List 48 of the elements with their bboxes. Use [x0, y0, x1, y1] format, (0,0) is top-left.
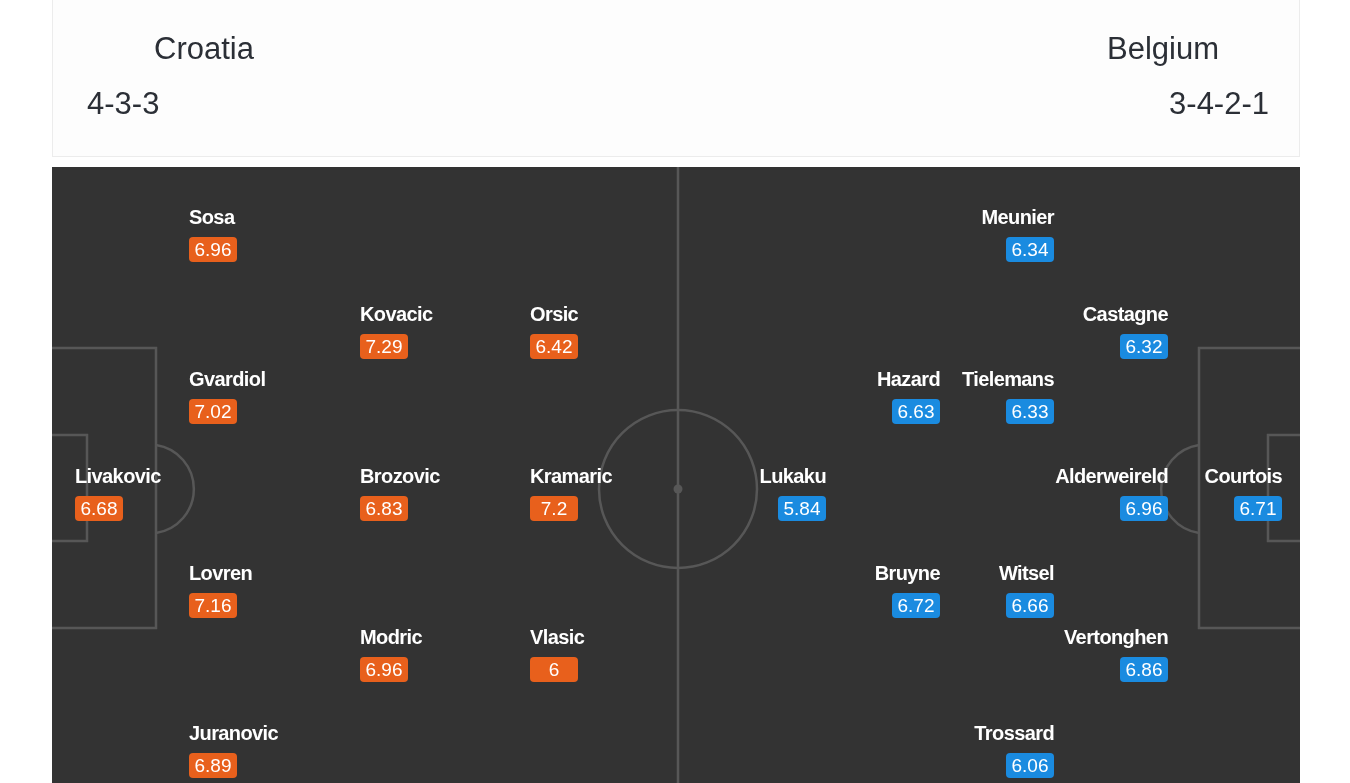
rating-badge: 6.71 — [1234, 496, 1282, 521]
player-name: Courtois — [1204, 465, 1282, 487]
player-name: Lovren — [189, 562, 253, 584]
rating-badge: 7.16 — [189, 593, 237, 618]
player-name: Brozovic — [360, 465, 440, 487]
rating-badge: 6.34 — [1006, 237, 1054, 262]
rating-badge: 6.86 — [1120, 657, 1168, 682]
player-name: Witsel — [998, 562, 1054, 584]
player-name: Kramaric — [530, 465, 612, 487]
player-name: Juranovic — [189, 722, 279, 744]
player-name: Kovacic — [360, 303, 433, 325]
rating-badge: 5.84 — [778, 496, 826, 521]
rating-badge: 6.06 — [1006, 753, 1054, 778]
player-name: Alderweireld — [1055, 465, 1168, 487]
rating-badge: 6.66 — [1006, 593, 1054, 618]
rating-badge: 6.89 — [189, 753, 237, 778]
rating-badge: 7.2 — [530, 496, 578, 521]
rating-badge: 6.72 — [892, 593, 940, 618]
formation-label: 3-4-2-1 — [1169, 88, 1269, 119]
player-name: Tielemans — [961, 368, 1054, 390]
rating-badge: 6.32 — [1120, 334, 1168, 359]
rating-badge: 7.02 — [189, 399, 237, 424]
formation-label: 4-3-3 — [87, 88, 160, 119]
player-name: Castagne — [1082, 303, 1168, 325]
rating-badge: 6.96 — [360, 657, 408, 682]
player-name: Lukaku — [759, 465, 826, 487]
rating-badge: 6.83 — [360, 496, 408, 521]
player-name: Hazard — [876, 368, 940, 390]
player-name: Vertonghen — [1064, 626, 1168, 648]
rating-badge: 6.96 — [189, 237, 237, 262]
rating-badge: 6.42 — [530, 334, 578, 359]
player-name: Bruyne — [874, 562, 940, 584]
player-name: Gvardiol — [189, 368, 266, 390]
player-name: Trossard — [974, 722, 1054, 744]
rating-badge: 6.96 — [1120, 496, 1168, 521]
rating-badge: 6.68 — [75, 496, 123, 521]
player-name: Vlasic — [530, 626, 585, 648]
team-name: Croatia — [154, 33, 254, 64]
rating-badge: 7.29 — [360, 334, 408, 359]
player-name: Meunier — [981, 206, 1054, 228]
rating-badge: 6 — [530, 657, 578, 682]
player-name: Orsic — [530, 303, 579, 325]
player-name: Modric — [360, 626, 422, 648]
player-name: Sosa — [189, 206, 235, 228]
player-name: Livakovic — [75, 465, 161, 487]
team-name: Belgium — [1107, 33, 1219, 64]
rating-badge: 6.63 — [892, 399, 940, 424]
rating-badge: 6.33 — [1006, 399, 1054, 424]
